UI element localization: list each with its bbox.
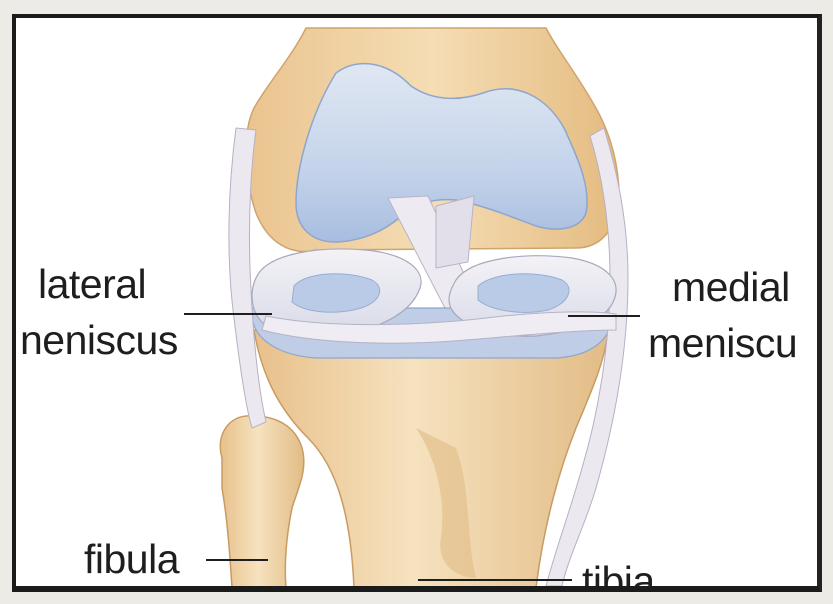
lateral-meniscus-label-line1: lateral <box>38 261 146 307</box>
medial-meniscus-inner <box>478 274 569 313</box>
fibula-label: fibula <box>84 536 179 582</box>
medial-meniscus-label-line1: medial <box>672 264 790 310</box>
tibia-label: tibia <box>582 558 655 592</box>
cruciate-ligament <box>436 196 474 268</box>
medial-meniscus-label-line2: meniscu <box>648 320 797 366</box>
tibia-bone <box>254 330 608 586</box>
lateral-meniscus-label-line2: neniscus <box>20 317 178 363</box>
illustration-frame: lateral neniscus medial meniscu fibula t… <box>12 14 822 592</box>
